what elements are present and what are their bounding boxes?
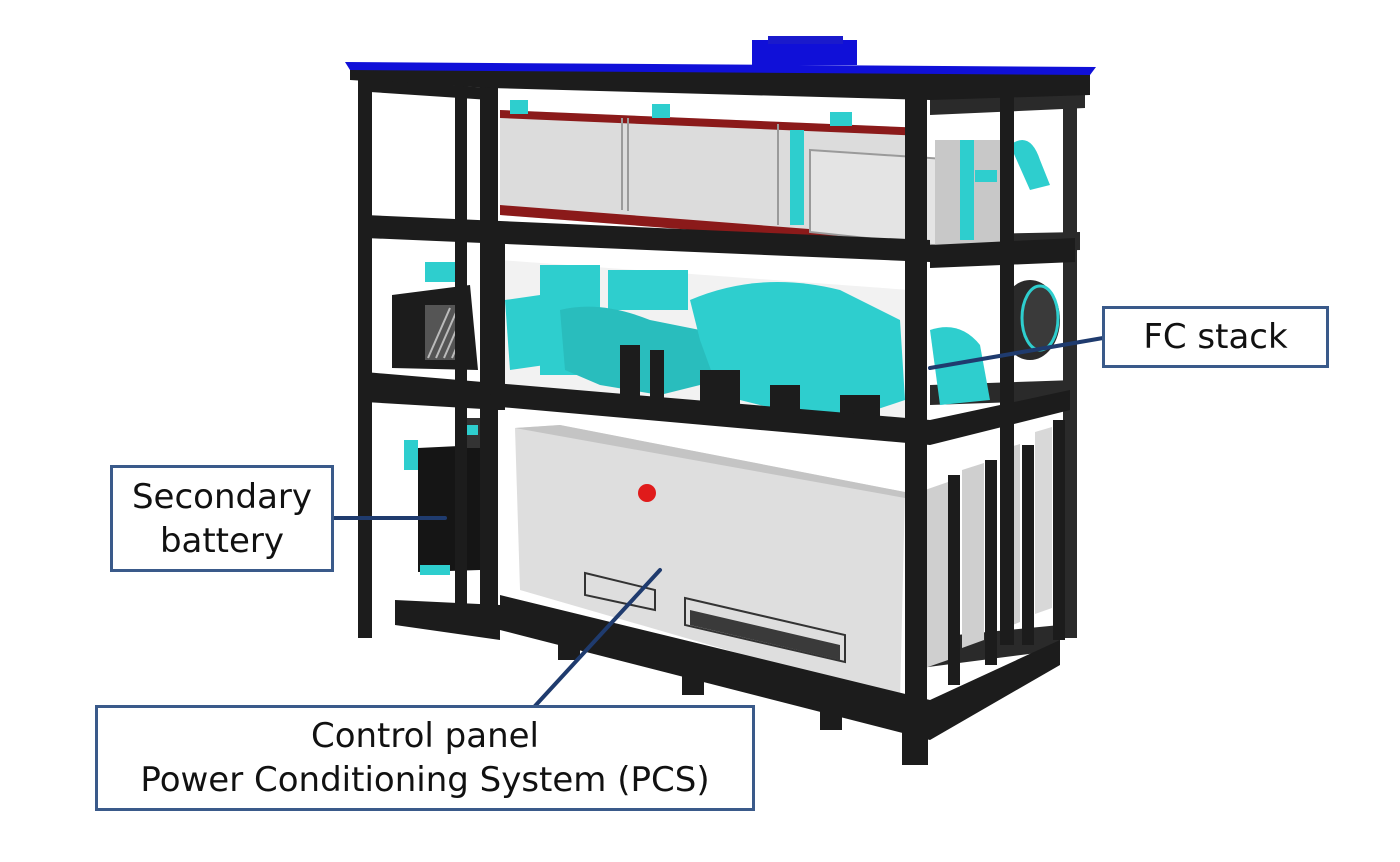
fc-stack-section [392, 260, 1060, 430]
roof [345, 36, 1096, 75]
callout-control-panel: Control panel Power Conditioning System … [95, 705, 755, 811]
control-panel-pcs [515, 425, 905, 700]
secondary-battery [404, 418, 482, 575]
leader-line-fc-stack [928, 336, 1105, 370]
control-panel-label-line1: Control panel [310, 716, 540, 756]
fc-stack-label: FC stack [1143, 317, 1288, 357]
callout-secondary-battery: Secondary battery [110, 465, 334, 572]
secondary-battery-label-line2: battery [159, 520, 285, 561]
leader-lines [332, 336, 1105, 708]
control-panel-label-line2: Power Conditioning System (PCS) [140, 760, 710, 800]
secondary-battery-label-line1: Secondary [131, 476, 313, 517]
frame-structure [350, 68, 1090, 765]
callout-fc-stack: FC stack [1102, 306, 1329, 368]
leader-line-control-panel [533, 568, 662, 708]
red-indicator-lamp-icon [638, 484, 656, 502]
